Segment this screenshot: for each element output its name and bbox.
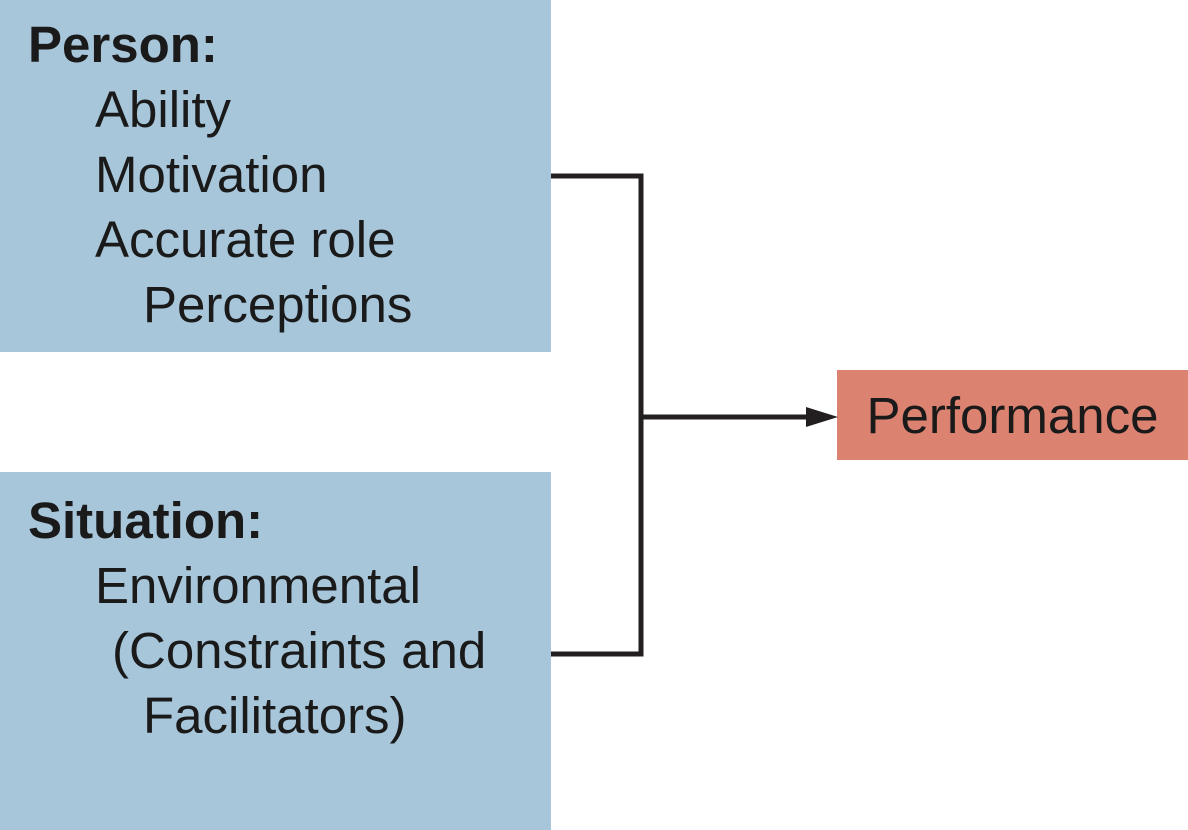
situation-box-item: Environmental <box>95 557 421 614</box>
arrowhead-icon <box>806 407 838 427</box>
person-box-item: Ability <box>95 81 232 138</box>
situation-box-item-continuation: Facilitators) <box>143 687 407 744</box>
person-box: Person: Ability Motivation Accurate role… <box>0 0 551 352</box>
person-box-item-continuation: Perceptions <box>143 276 413 333</box>
bracket-connector <box>551 173 644 657</box>
performance-box: Performance <box>837 370 1188 460</box>
situation-box-item-continuation: (Constraints and <box>112 622 487 679</box>
situation-box-title: Situation: <box>28 492 264 549</box>
person-box-item: Motivation <box>95 146 328 203</box>
person-box-title: Person: <box>28 16 218 73</box>
person-box-item: Accurate role <box>95 211 396 268</box>
performance-label: Performance <box>866 386 1159 444</box>
situation-box: Situation: Environmental (Constraints an… <box>0 472 551 830</box>
